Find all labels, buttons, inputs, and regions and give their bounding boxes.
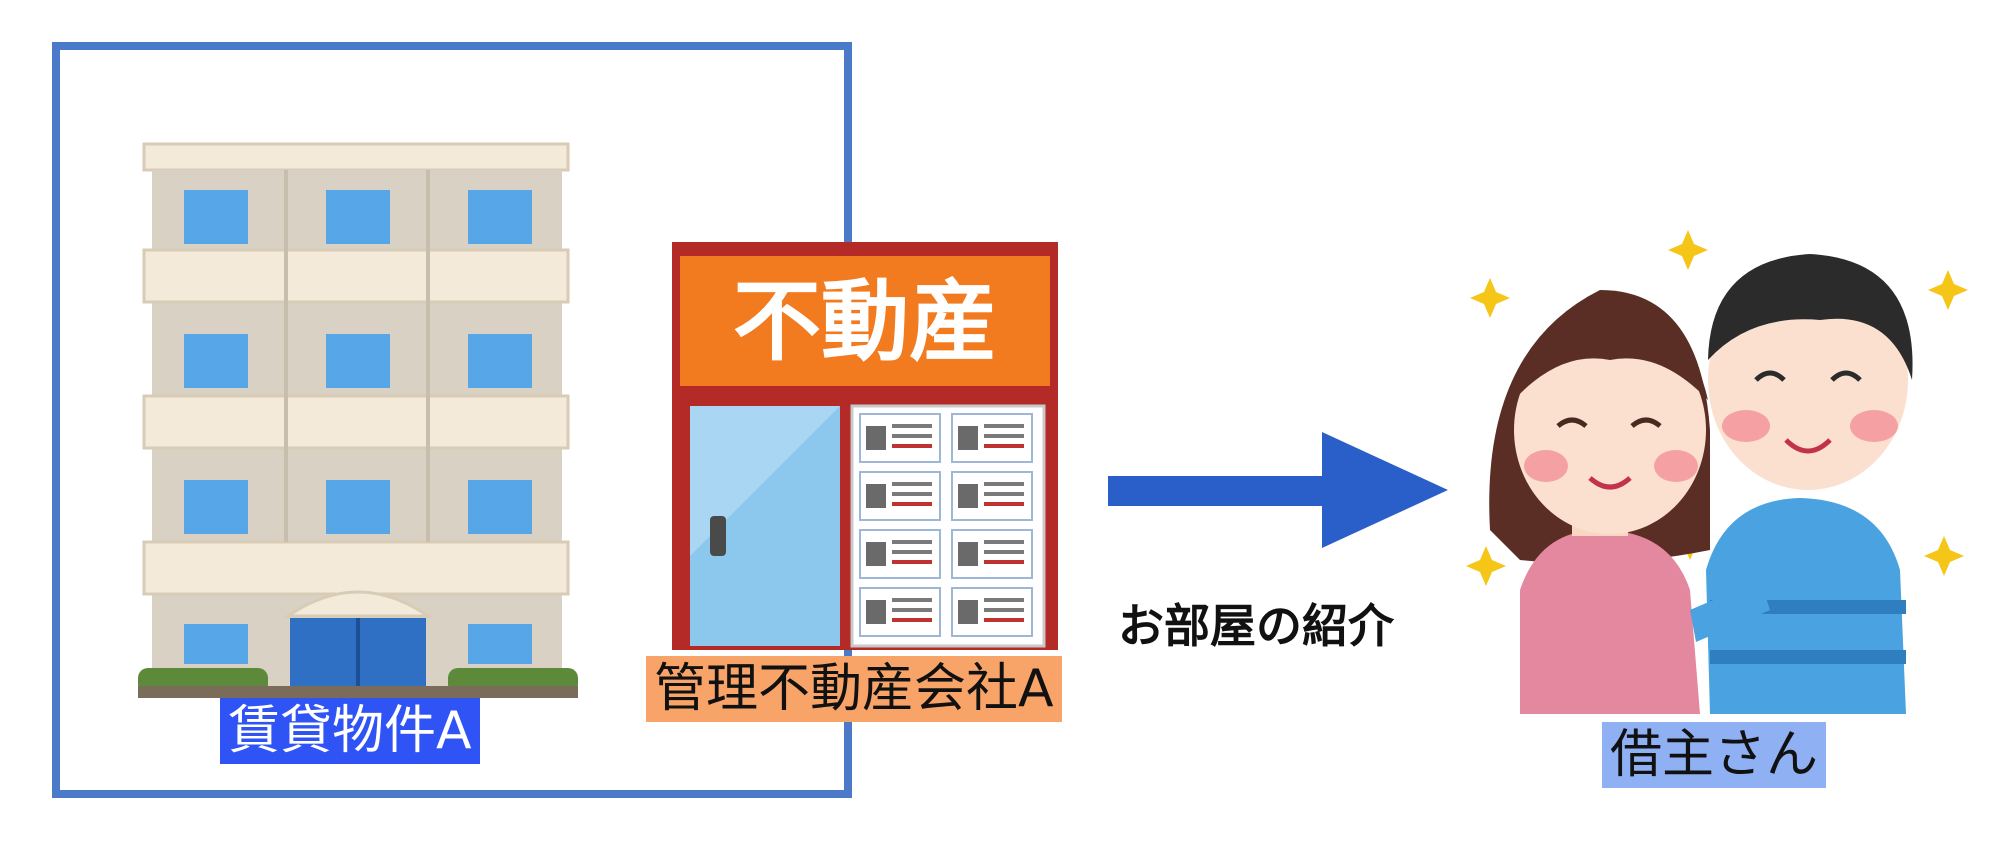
apartment-building-icon (138, 142, 578, 698)
listing-cards (859, 413, 1033, 637)
listing-card (951, 587, 1033, 637)
property-label: 賃貸物件A (220, 698, 480, 764)
happy-couple-icon (1466, 230, 1968, 714)
listing-card (859, 471, 941, 521)
tenant-label: 借主さん (1602, 722, 1827, 788)
listing-card (859, 587, 941, 637)
listing-card (859, 529, 941, 579)
listing-card (859, 413, 941, 463)
agency-label: 管理不動産会社A (646, 656, 1062, 722)
arrow-caption: お部屋の紹介 (1118, 599, 1394, 653)
arrow-right-icon (1108, 432, 1448, 548)
listing-card (951, 529, 1033, 579)
listing-card (951, 471, 1033, 521)
shop-sign-text: 不動産 (733, 270, 997, 373)
listing-card (951, 413, 1033, 463)
